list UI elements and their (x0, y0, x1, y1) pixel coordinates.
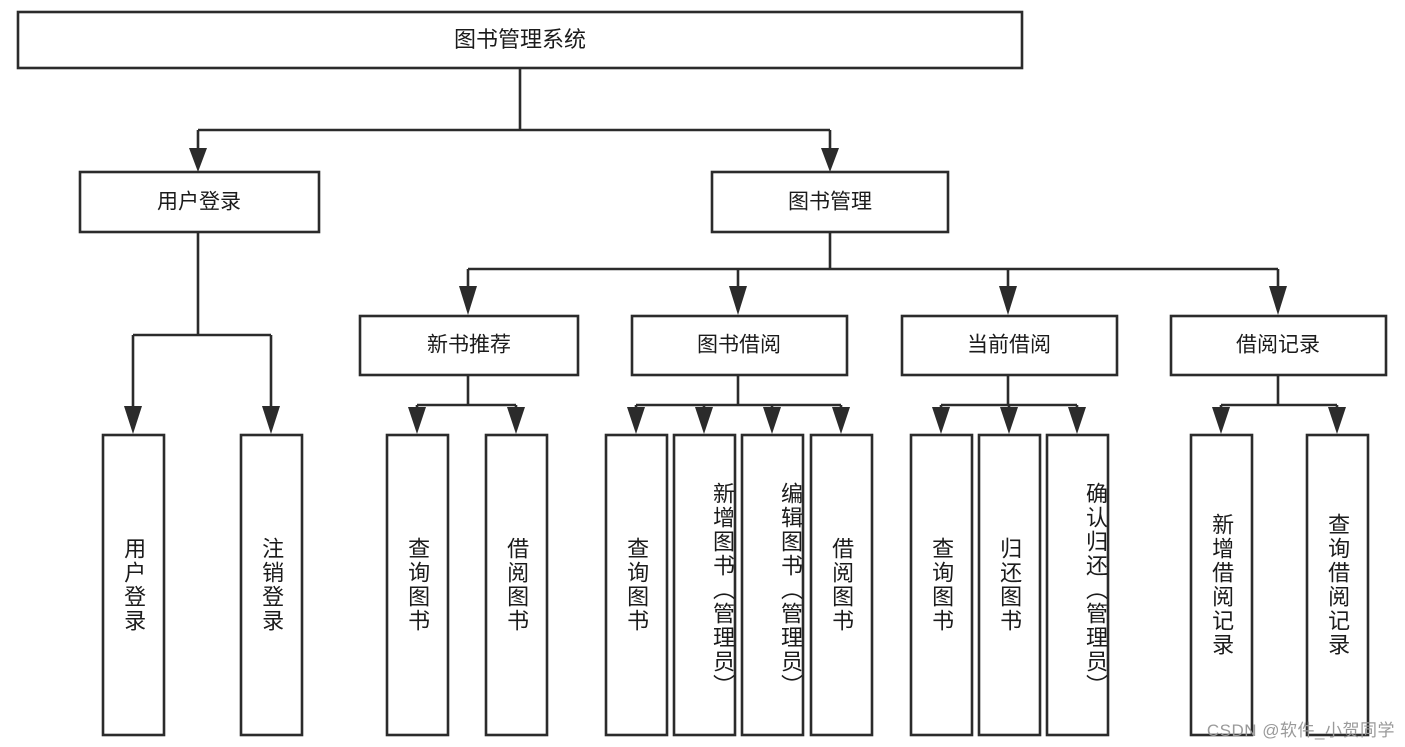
leaf-box-add-record[interactable] (1189, 433, 1254, 737)
leaf-box-query-book-2[interactable] (604, 433, 669, 737)
leaf-box-query-record[interactable] (1305, 433, 1370, 737)
arrow-head-borrow-record (1269, 286, 1287, 315)
leaf-box-edit-book[interactable] (740, 433, 805, 737)
arrow-head-current-borrow (999, 286, 1017, 315)
leaf-box-user-login[interactable] (101, 433, 166, 737)
borrow-record-label: 借阅记录 (1236, 334, 1320, 357)
arrow-head-leaf-add-record (1212, 407, 1230, 434)
node-book-manage[interactable]: 图书管理 (710, 170, 950, 234)
arrow-head-book-borrow (729, 286, 747, 315)
leaf-box-return-book[interactable] (977, 433, 1042, 737)
arrow-head-leaf-query-record (1328, 407, 1346, 434)
arrow-head-leaf-user-login (124, 406, 142, 434)
node-borrow-record[interactable]: 借阅记录 (1169, 314, 1388, 377)
leaf-box-borrow-book-1[interactable] (484, 433, 549, 737)
arrow-head-new-book-recommend (459, 286, 477, 315)
new-book-recommend-label: 新书推荐 (427, 334, 511, 357)
watermark-text: CSDN @软件_小贺同学 (1206, 721, 1395, 740)
arrow-head-leaf-query-book-3 (932, 407, 950, 434)
leaf-box-layer (101, 433, 1370, 737)
arrow-head-user-login (189, 148, 207, 172)
borrow-record-box[interactable] (1169, 314, 1388, 377)
new-book-recommend-box[interactable] (358, 314, 580, 377)
node-root[interactable]: 图书管理系统 (16, 10, 1024, 70)
node-user-login[interactable]: 用户登录 (78, 170, 321, 234)
leaf-box-query-book-1[interactable] (385, 433, 450, 737)
book-manage-box[interactable] (710, 170, 950, 234)
arrow-head-leaf-user-logout (262, 406, 280, 434)
book-borrow-label: 图书借阅 (697, 334, 781, 357)
arrow-head-leaf-add-book (695, 407, 713, 434)
root-label: 图书管理系统 (454, 27, 586, 52)
leaf-box-borrow-book-2[interactable] (809, 433, 874, 737)
node-current-borrow[interactable]: 当前借阅 (900, 314, 1119, 377)
leaf-box-confirm-return[interactable] (1045, 433, 1110, 737)
root-box[interactable] (16, 10, 1024, 70)
arrow-head-book-manage (821, 148, 839, 172)
current-borrow-box[interactable] (900, 314, 1119, 377)
arrow-head-leaf-return-book (1000, 407, 1018, 434)
arrow-head-leaf-query-book-1 (408, 407, 426, 434)
arrow-head-leaf-confirm-return (1068, 407, 1086, 434)
arrow-head-leaf-borrow-book-1 (507, 407, 525, 434)
node-book-borrow[interactable]: 图书借阅 (630, 314, 849, 377)
leaf-box-query-book-3[interactable] (909, 433, 974, 737)
leaf-box-user-logout[interactable] (239, 433, 304, 737)
node-new-book-recommend[interactable]: 新书推荐 (358, 314, 580, 377)
book-borrow-box[interactable] (630, 314, 849, 377)
arrow-head-leaf-borrow-book-2 (832, 407, 850, 434)
user-login-label: 用户登录 (157, 191, 241, 214)
user-login-box[interactable] (78, 170, 321, 234)
leaf-box-add-book[interactable] (672, 433, 737, 737)
connector-layer (124, 68, 1346, 434)
arrow-head-leaf-query-book-2 (627, 407, 645, 434)
current-borrow-label: 当前借阅 (967, 334, 1051, 357)
book-manage-label: 图书管理 (788, 191, 872, 214)
arrow-head-leaf-edit-book (763, 407, 781, 434)
